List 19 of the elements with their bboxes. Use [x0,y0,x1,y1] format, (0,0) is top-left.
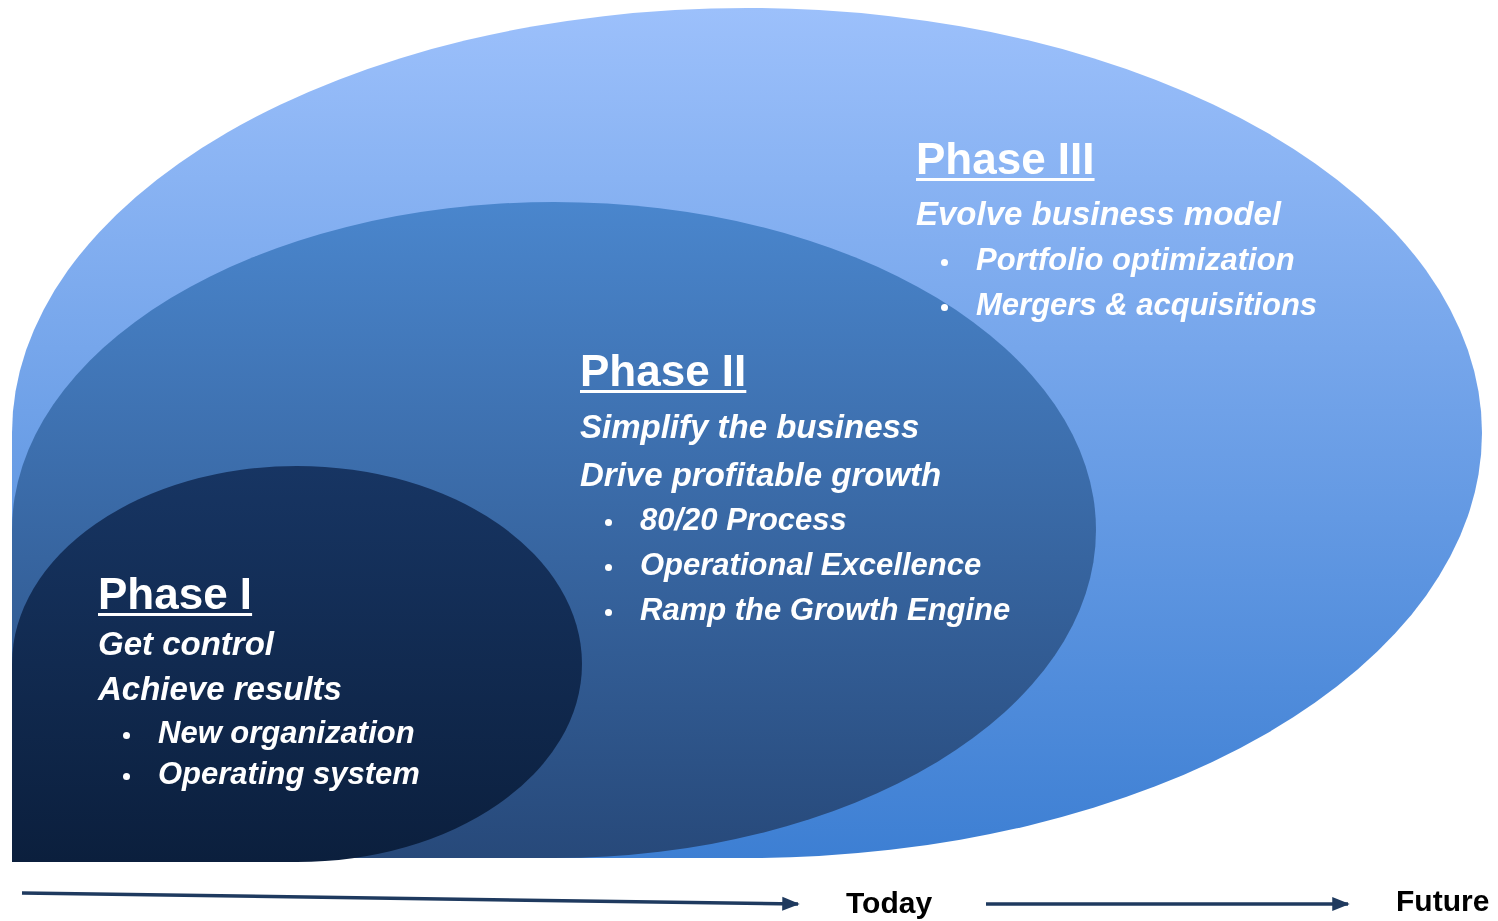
bullet-item: Mergers & acquisitions [976,287,1318,323]
phase-heading: Phase II [580,346,747,396]
phase-goal: Evolve business model [916,195,1281,233]
bullet-item: New organization [158,715,415,751]
phase-heading: Phase I [98,569,253,619]
timeline-label: Today [846,886,946,921]
bullet-item: Ramp the Growth Engine [640,592,1011,628]
bullet-item: Operational Excellence [640,547,982,583]
timeline-arrow [986,897,1350,911]
phase-goal: Achieve results [98,670,342,708]
phase-goal: Simplify the business [580,408,920,446]
phase-heading: Phase III [916,134,1095,184]
timeline-label: Future [1396,884,1498,920]
timeline-arrow [21,891,800,911]
phase-goal: Drive profitable growth [580,456,942,494]
bullet-item: 80/20 Process [640,502,847,538]
bullet-item: Operating system [158,756,420,792]
phase-goal: Get control [98,625,274,663]
bullet-item: Portfolio optimization [976,242,1295,278]
